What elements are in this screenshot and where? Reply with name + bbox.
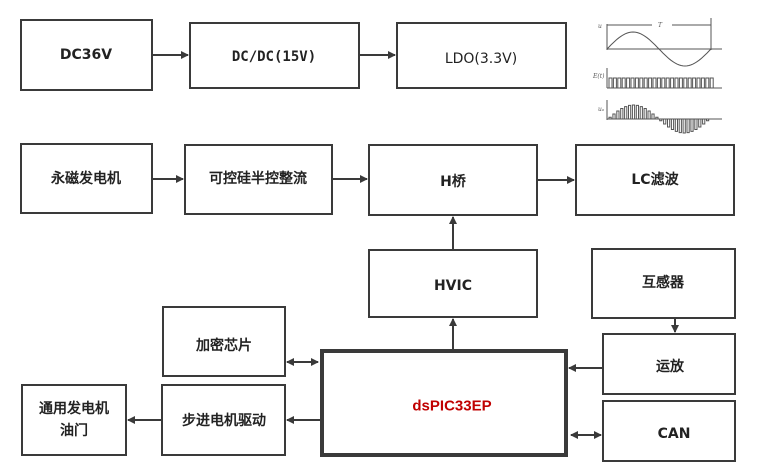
svg-text:HVIC: HVIC: [434, 278, 472, 294]
block-hvic: HVIC: [368, 249, 538, 318]
svg-text:永磁发电机: 永磁发电机: [50, 170, 121, 187]
svg-text:DC/DC(15V): DC/DC(15V): [232, 49, 316, 65]
svg-text:LC滤波: LC滤波: [631, 171, 679, 188]
svg-text:uₒ: uₒ: [598, 106, 605, 113]
block-dc36v: DC36V: [20, 19, 153, 91]
block-can: CAN: [602, 400, 736, 462]
svg-text:E(t): E(t): [592, 73, 605, 80]
block-crypto-chip: 加密芯片: [162, 306, 286, 377]
block-pm-generator: 永磁发电机: [20, 143, 153, 214]
block-transformer: 互感器: [591, 248, 736, 319]
svg-text:LDO(3.3V): LDO(3.3V): [445, 51, 517, 67]
svg-text:油门: 油门: [60, 422, 88, 439]
svg-text:互感器: 互感器: [642, 274, 685, 291]
block-dcdc: DC/DC(15V): [189, 22, 360, 89]
block-op-amp: 运放: [602, 333, 736, 395]
spwm-waveform-figure: u T E(t) uₒ: [592, 18, 722, 134]
svg-text:加密芯片: 加密芯片: [195, 337, 252, 354]
block-scr-rectifier: 可控硅半控整流: [184, 144, 333, 215]
block-stepper-driver: 步进电机驱动: [161, 384, 286, 456]
svg-text:可控硅半控整流: 可控硅半控整流: [209, 170, 307, 187]
block-mcu: dsPIC33EP: [320, 349, 568, 457]
svg-text:运放: 运放: [656, 358, 685, 375]
svg-text:u: u: [598, 23, 602, 30]
svg-text:T: T: [658, 22, 663, 29]
svg-text:dsPIC33EP: dsPIC33EP: [412, 398, 491, 415]
block-throttle: 通用发电机 油门: [21, 384, 127, 456]
block-lc-filter: LC滤波: [575, 144, 735, 216]
block-h-bridge: H桥: [368, 144, 538, 216]
svg-text:DC36V: DC36V: [60, 47, 112, 63]
svg-text:CAN: CAN: [658, 426, 691, 442]
svg-text:步进电机驱动: 步进电机驱动: [182, 412, 266, 429]
block-ldo: LDO(3.3V): [396, 22, 567, 89]
svg-text:H桥: H桥: [440, 173, 467, 190]
svg-text:通用发电机: 通用发电机: [39, 400, 109, 417]
